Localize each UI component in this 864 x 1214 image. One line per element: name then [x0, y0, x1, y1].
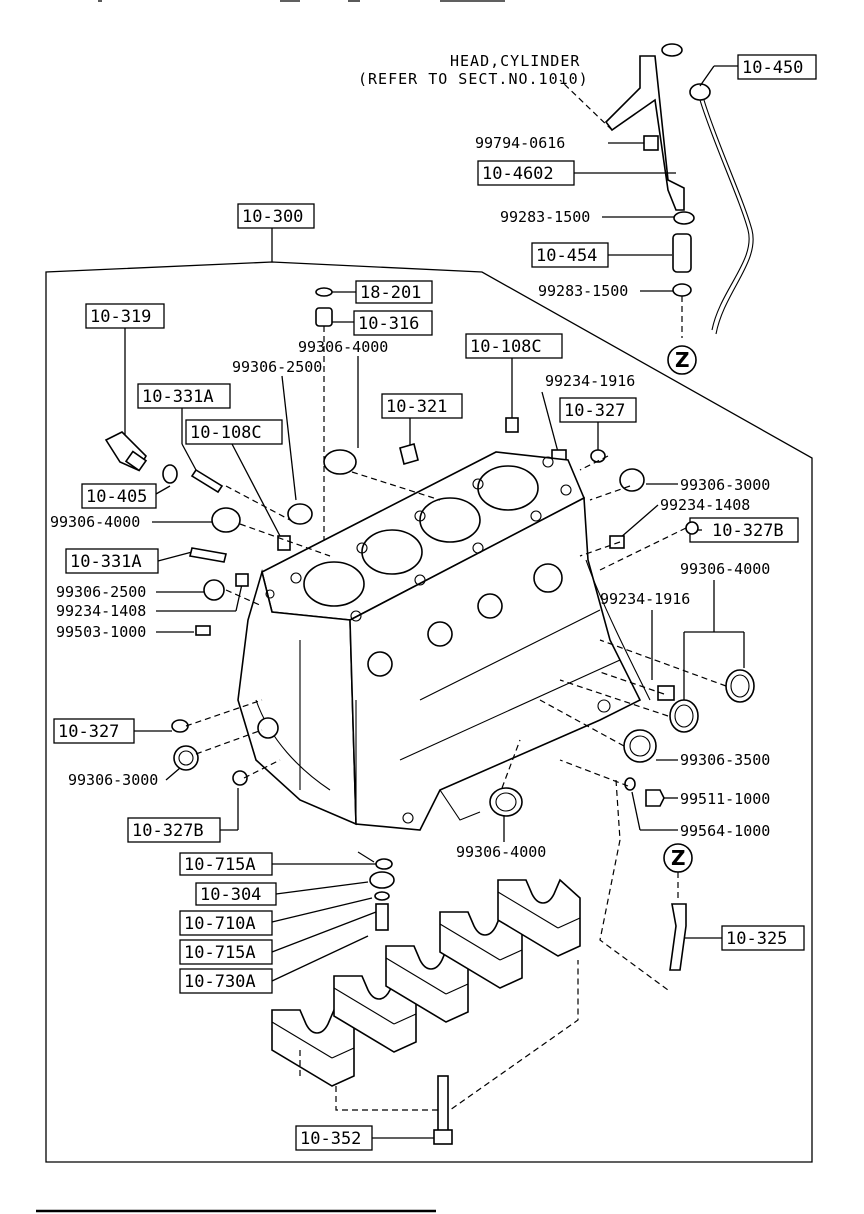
bolt-99511-1000 [645, 789, 665, 807]
bolt-10-352 [433, 1075, 453, 1145]
oil-jet-10-304 [369, 871, 395, 889]
label-99306-4000-left: 99306-4000 [50, 513, 140, 531]
pin-99234-1408-right [609, 535, 625, 549]
box-10-316: 10-316 [358, 314, 419, 334]
dowel-10-108c-left [277, 535, 291, 551]
bolt-10-321 [399, 443, 419, 465]
label-99306-3000-right: 99306-3000 [680, 476, 770, 494]
oil-pressure-switch-10-319 [104, 431, 148, 472]
box-10-715a-2: 10-715A [184, 943, 256, 963]
box-10-325: 10-325 [726, 929, 787, 949]
plug-99306-4000-left [211, 507, 241, 533]
plug-10-327-top [590, 449, 606, 463]
stud-10-331a-top [190, 468, 224, 494]
bore-3 [419, 497, 481, 543]
o-ring-18-201 [315, 287, 333, 297]
box-10-405: 10-405 [86, 487, 147, 507]
z-marker-bottom-letter: Z [671, 846, 686, 870]
assembly-dash-lines [185, 455, 727, 991]
seal-99306-3000-left [173, 745, 199, 771]
oil-jet-10-316 [315, 307, 333, 327]
oil-pipe-10-325 [669, 903, 687, 971]
main-bearing-caps [271, 878, 581, 1111]
label-99234-1916-right: 99234-1916 [600, 590, 690, 608]
label-99564-1000: 99564-1000 [680, 822, 770, 840]
label-99306-2500-left: 99306-2500 [56, 583, 146, 601]
pin-99234-1916-right [657, 685, 675, 701]
z-marker-top-letter: Z [675, 348, 690, 372]
note-head-cylinder: HEAD,CYLINDER [450, 52, 580, 70]
label-99306-3500: 99306-3500 [680, 751, 770, 769]
box-10-454: 10-454 [536, 246, 597, 266]
seal-99306-4000-right-pair [669, 669, 755, 733]
label-99283-1500-b: 99283-1500 [538, 282, 628, 300]
bore-1 [303, 561, 365, 607]
washer-10-405 [162, 464, 178, 484]
box-10-327b-right: 10-327B [712, 521, 784, 541]
note-refer-section: (REFER TO SECT.NO.1010) [358, 70, 589, 88]
bore-4 [477, 465, 539, 511]
seal-99306-4000-bottom [489, 787, 523, 817]
box-10-327b-left: 10-327B [132, 821, 204, 841]
label-99306-4000-right: 99306-4000 [680, 560, 770, 578]
box-10-327-left: 10-327 [58, 722, 119, 742]
box-10-331a-mid: 10-331A [70, 552, 142, 572]
box-10-331a-top: 10-331A [142, 387, 214, 407]
box-10-450: 10-450 [742, 58, 803, 78]
plug-10-327b-left [232, 770, 248, 786]
plug-99306-2500-left [203, 579, 225, 601]
pin-99234-1408-left [235, 573, 249, 587]
dowel-10-108c-top [505, 417, 519, 433]
label-99234-1408-right: 99234-1408 [660, 496, 750, 514]
box-10-715a-1: 10-715A [184, 855, 256, 875]
dipstick-assembly [559, 43, 754, 338]
box-10-108c-left: 10-108C [190, 423, 262, 443]
box-10-352: 10-352 [300, 1129, 361, 1149]
box-10-321: 10-321 [386, 397, 447, 417]
label-99306-4000-bottom: 99306-4000 [456, 843, 546, 861]
label-99234-1916-top: 99234-1916 [545, 372, 635, 390]
plug-99306-3000-right [619, 468, 645, 492]
washer-10-715a-2 [374, 891, 390, 901]
plug-99306-2500-top [287, 503, 313, 525]
box-10-710a: 10-710A [184, 914, 256, 934]
bolt-99794-0616 [608, 135, 659, 151]
z-marker-top [667, 345, 697, 375]
box-10-327-top: 10-327 [564, 401, 625, 421]
label-99794-0616: 99794-0616 [475, 134, 565, 152]
plug-99306-4000-top [323, 449, 357, 475]
box-10-730a: 10-730A [184, 972, 256, 992]
box-10-304: 10-304 [200, 885, 261, 905]
bore-2 [361, 529, 423, 575]
washer-99564-1000 [624, 777, 636, 791]
bolt-99503-1000 [195, 625, 211, 636]
label-99306-3000-left: 99306-3000 [68, 771, 158, 789]
box-10-300: 10-300 [242, 207, 303, 227]
label-99306-4000-top: 99306-4000 [298, 338, 388, 356]
label-99503-1000: 99503-1000 [56, 623, 146, 641]
cylinder-block [237, 451, 651, 831]
box-10-4602: 10-4602 [482, 164, 554, 184]
bolt-10-730a [375, 903, 389, 931]
label-99511-1000: 99511-1000 [680, 790, 770, 808]
box-18-201: 18-201 [360, 283, 421, 303]
box-10-108c-top: 10-108C [470, 337, 542, 357]
plug-10-327-left [171, 719, 189, 733]
box-10-319: 10-319 [90, 307, 151, 327]
plug-10-327b-right [685, 521, 699, 535]
label-99306-2500-top: 99306-2500 [232, 358, 322, 376]
washer-10-715a-1 [375, 858, 393, 870]
stud-10-331a-mid [189, 547, 227, 563]
seal-99306-3500 [623, 729, 657, 763]
label-99283-1500-a: 99283-1500 [500, 208, 590, 226]
block-group-outline [45, 261, 813, 1163]
label-99234-1408-left: 99234-1408 [56, 602, 146, 620]
